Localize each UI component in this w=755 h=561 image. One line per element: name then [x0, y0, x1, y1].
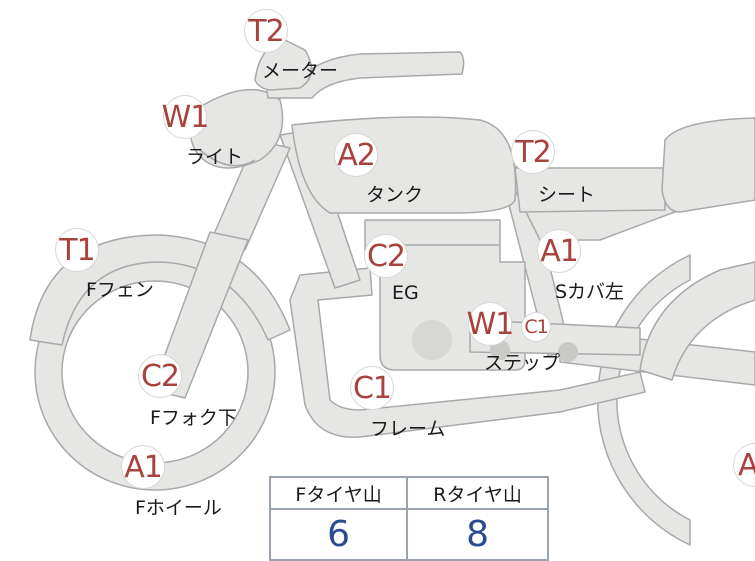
badge-front-fork-lower: C2 — [138, 354, 182, 398]
label-side-cover-left: Sカバ左 — [555, 281, 625, 303]
seat-back — [661, 117, 755, 213]
step-peg-2 — [558, 342, 578, 362]
badge-front-fender: T1 — [55, 228, 99, 272]
label-engine: EG — [392, 282, 419, 304]
seat — [514, 167, 666, 213]
label-front-wheel: Fホイール — [135, 497, 222, 519]
badge-rear-wheel: A — [733, 443, 755, 487]
badge-step: W1 — [467, 302, 514, 346]
headlight — [189, 88, 284, 169]
front-fork-lower — [151, 231, 249, 399]
label-meter: メーター — [262, 60, 339, 82]
handlebar — [264, 51, 465, 99]
label-tank: タンク — [366, 184, 424, 206]
badge-front-wheel: A1 — [121, 445, 165, 489]
label-step: ステップ — [484, 352, 561, 374]
badge-seat: T2 — [511, 130, 555, 174]
rear-tire-value: 8 — [406, 508, 549, 561]
label-frame: フレーム — [370, 418, 446, 440]
front-tire-value: 6 — [268, 508, 409, 561]
badge-engine: C2 — [364, 234, 408, 278]
front-tire-header: Fタイヤ山 — [268, 476, 409, 510]
badge-step-secondary: C1 — [521, 312, 551, 342]
headlight-shadow — [199, 149, 256, 167]
label-front-fender: Fフェン — [86, 279, 154, 301]
badge-side-cover-left: A1 — [537, 229, 581, 273]
front-fork — [209, 139, 291, 251]
frame-lower — [289, 267, 646, 438]
badge-light: W1 — [162, 95, 209, 139]
label-seat: シート — [538, 184, 596, 206]
label-front-fork-lower: Fフォク下 — [150, 407, 237, 429]
tire-tread-table: Fタイヤ山 Rタイヤ山 6 8 — [268, 476, 549, 561]
badge-frame: C1 — [350, 366, 394, 410]
badge-meter: T2 — [244, 9, 288, 53]
rear-tire-header: Rタイヤ山 — [406, 476, 549, 510]
rear-fender — [639, 261, 755, 381]
label-light: ライト — [186, 146, 244, 168]
engine-cover — [412, 320, 452, 360]
badge-tank: A2 — [334, 133, 378, 177]
